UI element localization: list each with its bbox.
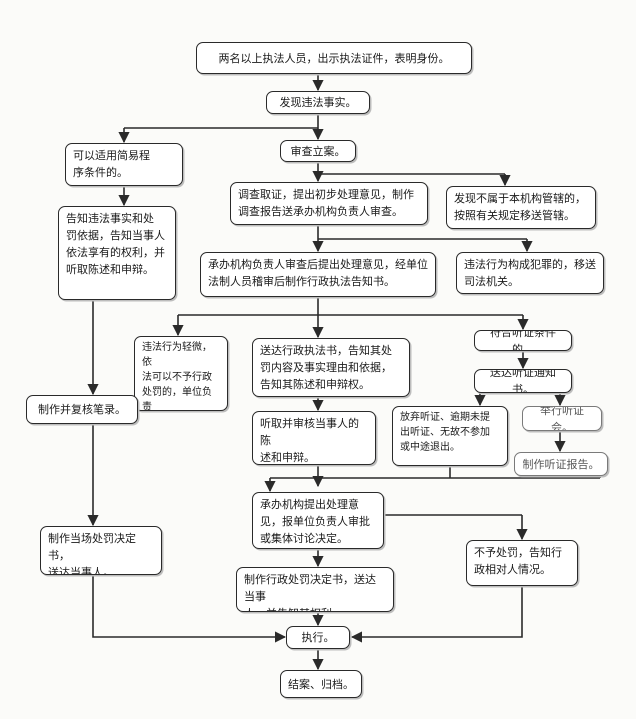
step-deliver-hearing-notice: 送达听证通知书。 bbox=[474, 369, 572, 393]
step-waive-hearing: 放弃听证、逾期未提 出听证、无故不参加 或中途退出。 bbox=[392, 406, 508, 466]
step-hearing-report: 制作听证报告。 bbox=[514, 452, 608, 476]
step-present-credentials: 两名以上执法人员，出示执法证件，表明身份。 bbox=[196, 42, 472, 74]
step-review-case-filing: 审查立案。 bbox=[280, 140, 356, 162]
arrow-n21-n23 bbox=[350, 586, 523, 643]
step-hear-statements: 听取并审核当事人的陈 述和申辩。 bbox=[252, 411, 376, 465]
step-issue-notice: 承办机构负责人审查后提出处理意见，经单位 法制人员稽审后制作行政执法告知书。 bbox=[200, 252, 436, 297]
step-decision-approval: 承办机构提出处理意 见，报单位负责人审批 或集体讨论决定。 bbox=[252, 492, 384, 549]
step-onsite-penalty-decision: 制作当场处罚决定书， 送达当事人。 bbox=[40, 526, 162, 575]
step-minor-violation-no-penalty: 违法行为轻微，依 法可以不予行政 处罚的，单位负责 人批准不予处罚。 bbox=[134, 336, 228, 411]
step-prepare-record: 制作并复核笔录。 bbox=[26, 395, 138, 424]
step-hold-hearing: 举行听证会。 bbox=[522, 406, 602, 431]
arrow-n20-n23 bbox=[92, 575, 287, 643]
step-hearing-eligible: 符合听证条件的。 bbox=[474, 330, 572, 351]
step-penalty-decision-document: 制作行政处罚决定书，送达当事 人，并告知其权利。 bbox=[236, 567, 394, 612]
step-close-archive: 结案、归档。 bbox=[280, 670, 362, 698]
step-deliver-enforcement-document: 送达行政执法书，告知其处 罚内容及事实理由和依据， 告知其陈述和申辩权。 bbox=[252, 338, 410, 397]
step-transfer-jurisdiction: 发现不属于本机构管辖的， 按照有关规定移送管辖。 bbox=[446, 186, 596, 229]
step-investigate-evidence: 调查取证，提出初步处理意见，制作 调查报告送承办机构负责人审查。 bbox=[230, 182, 428, 225]
step-transfer-judicial: 违法行为构成犯罪的，移送 司法机关。 bbox=[456, 252, 604, 294]
step-no-penalty-inform: 不予处罚，告知行 政相对人情况。 bbox=[466, 540, 578, 586]
step-discover-violation: 发现违法事实。 bbox=[266, 91, 370, 114]
step-inform-facts-rights: 告知违法事实和处 罚依据，告知当事人 依法享有的权利，并 听取陈述和申辩。 bbox=[58, 206, 176, 300]
step-execute: 执行。 bbox=[286, 626, 350, 649]
step-simple-procedure-eligible: 可以适用简易程 序条件的。 bbox=[65, 143, 183, 186]
